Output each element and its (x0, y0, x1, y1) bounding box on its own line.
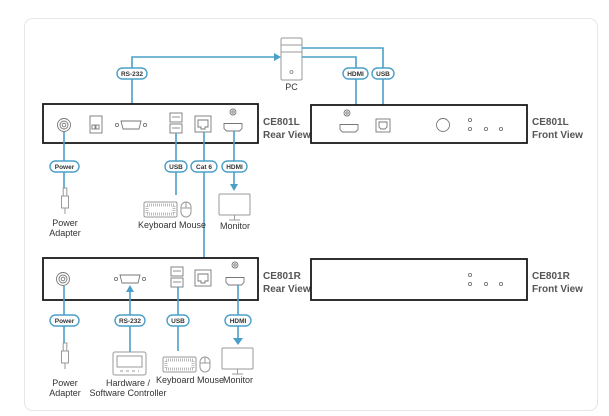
cable-label-usb-pc: USB (371, 67, 395, 80)
svg-text:RS-232: RS-232 (119, 318, 141, 325)
power-adapter-label-l1: Power (52, 218, 78, 228)
monitor-label-r: Monitor (223, 375, 253, 385)
ce801r-front-name: CE801R (532, 271, 571, 282)
rs232-cable-to-pc (131, 56, 275, 104)
power-port-icon (56, 272, 70, 286)
keyboard-mouse-label-r: Keyboard Mouse (156, 375, 224, 385)
cable-label-rs232-r: RS-232 (114, 314, 146, 327)
keyboard-mouse-icon (142, 200, 193, 219)
usb-cable-pc (302, 47, 384, 119)
cable-label-usb-r: USB (166, 314, 190, 327)
arrow-icon (230, 184, 238, 191)
ce801l-rear-view: Rear View (263, 130, 311, 141)
ce801r-front-panel (310, 258, 528, 301)
ce801l-front-view: Front View (532, 130, 583, 141)
ce801r-front-view: Front View (532, 284, 583, 295)
arrow-icon (126, 285, 134, 292)
svg-text:USB: USB (171, 318, 185, 325)
svg-text:HDMI: HDMI (226, 164, 243, 171)
ce801l-front-panel (310, 104, 528, 144)
cable-label-rs232-top: RS-232 (116, 67, 148, 80)
svg-text:HDMI: HDMI (230, 318, 247, 325)
controller-icon (112, 351, 147, 376)
svg-text:Power: Power (55, 318, 75, 325)
cable-label-hdmi-pc: HDMI (342, 67, 369, 80)
ce801r-rear-name: CE801R (263, 271, 302, 282)
ground-screw-icon (229, 108, 237, 116)
ce801r-rear-panel (42, 257, 259, 301)
keyboard-mouse-icon (161, 355, 212, 374)
power-adapter-label-l2: Adapter (49, 228, 81, 238)
power-port-icon (57, 118, 71, 132)
monitor-label-l: Monitor (220, 221, 250, 231)
ce801l-front-name: CE801L (532, 117, 569, 128)
usb-b-port-icon (375, 118, 391, 133)
ground-screw-icon (231, 261, 239, 269)
hdmi-port-icon (225, 277, 245, 286)
power-adapter-label-r2: Adapter (49, 388, 81, 398)
ground-screw-icon (343, 109, 351, 117)
arrow-icon (233, 338, 243, 345)
power-adapter-label-r1: Power (52, 378, 78, 388)
cable-label-usb-l: USB (164, 160, 188, 173)
led-indicators-icon (467, 272, 504, 287)
controller-label-2: Software Controller (89, 388, 166, 398)
ce801l-rear-panel (42, 103, 259, 144)
rj45-port-icon (194, 115, 212, 133)
ce801r-rear-view: Rear View (263, 284, 311, 295)
controller-label-1: Hardware / (106, 378, 151, 388)
rj45-port-icon (194, 269, 212, 287)
svg-text:USB: USB (169, 164, 183, 171)
cable-label-power-r: Power (49, 314, 80, 327)
ce801l-rear-name: CE801L (263, 117, 300, 128)
svg-text:HDMI: HDMI (347, 71, 364, 78)
hdmi-port-icon (223, 123, 243, 132)
svg-text:RS-232: RS-232 (121, 71, 143, 78)
keyboard-mouse-label-l: Keyboard Mouse (138, 220, 206, 230)
pc-label: PC (285, 82, 298, 92)
cable-label-cat6: Cat 6 (190, 160, 218, 173)
dip-switch-icon (89, 115, 103, 134)
pc-tower-icon (280, 37, 303, 81)
hdmi-port-icon (339, 124, 359, 133)
cable-label-hdmi-r: HDMI (224, 314, 252, 327)
svg-text:USB: USB (376, 71, 390, 78)
hdmi-cable-pc (302, 56, 357, 120)
cable-label-hdmi-l: HDMI (221, 160, 248, 173)
cable-label-power-l: Power (49, 160, 80, 173)
svg-text:Cat 6: Cat 6 (196, 164, 212, 171)
arrow-icon (274, 53, 281, 61)
svg-text:Power: Power (55, 164, 75, 171)
diagram-card (24, 18, 598, 411)
led-indicators-icon (467, 117, 504, 132)
button-icon (436, 118, 450, 132)
